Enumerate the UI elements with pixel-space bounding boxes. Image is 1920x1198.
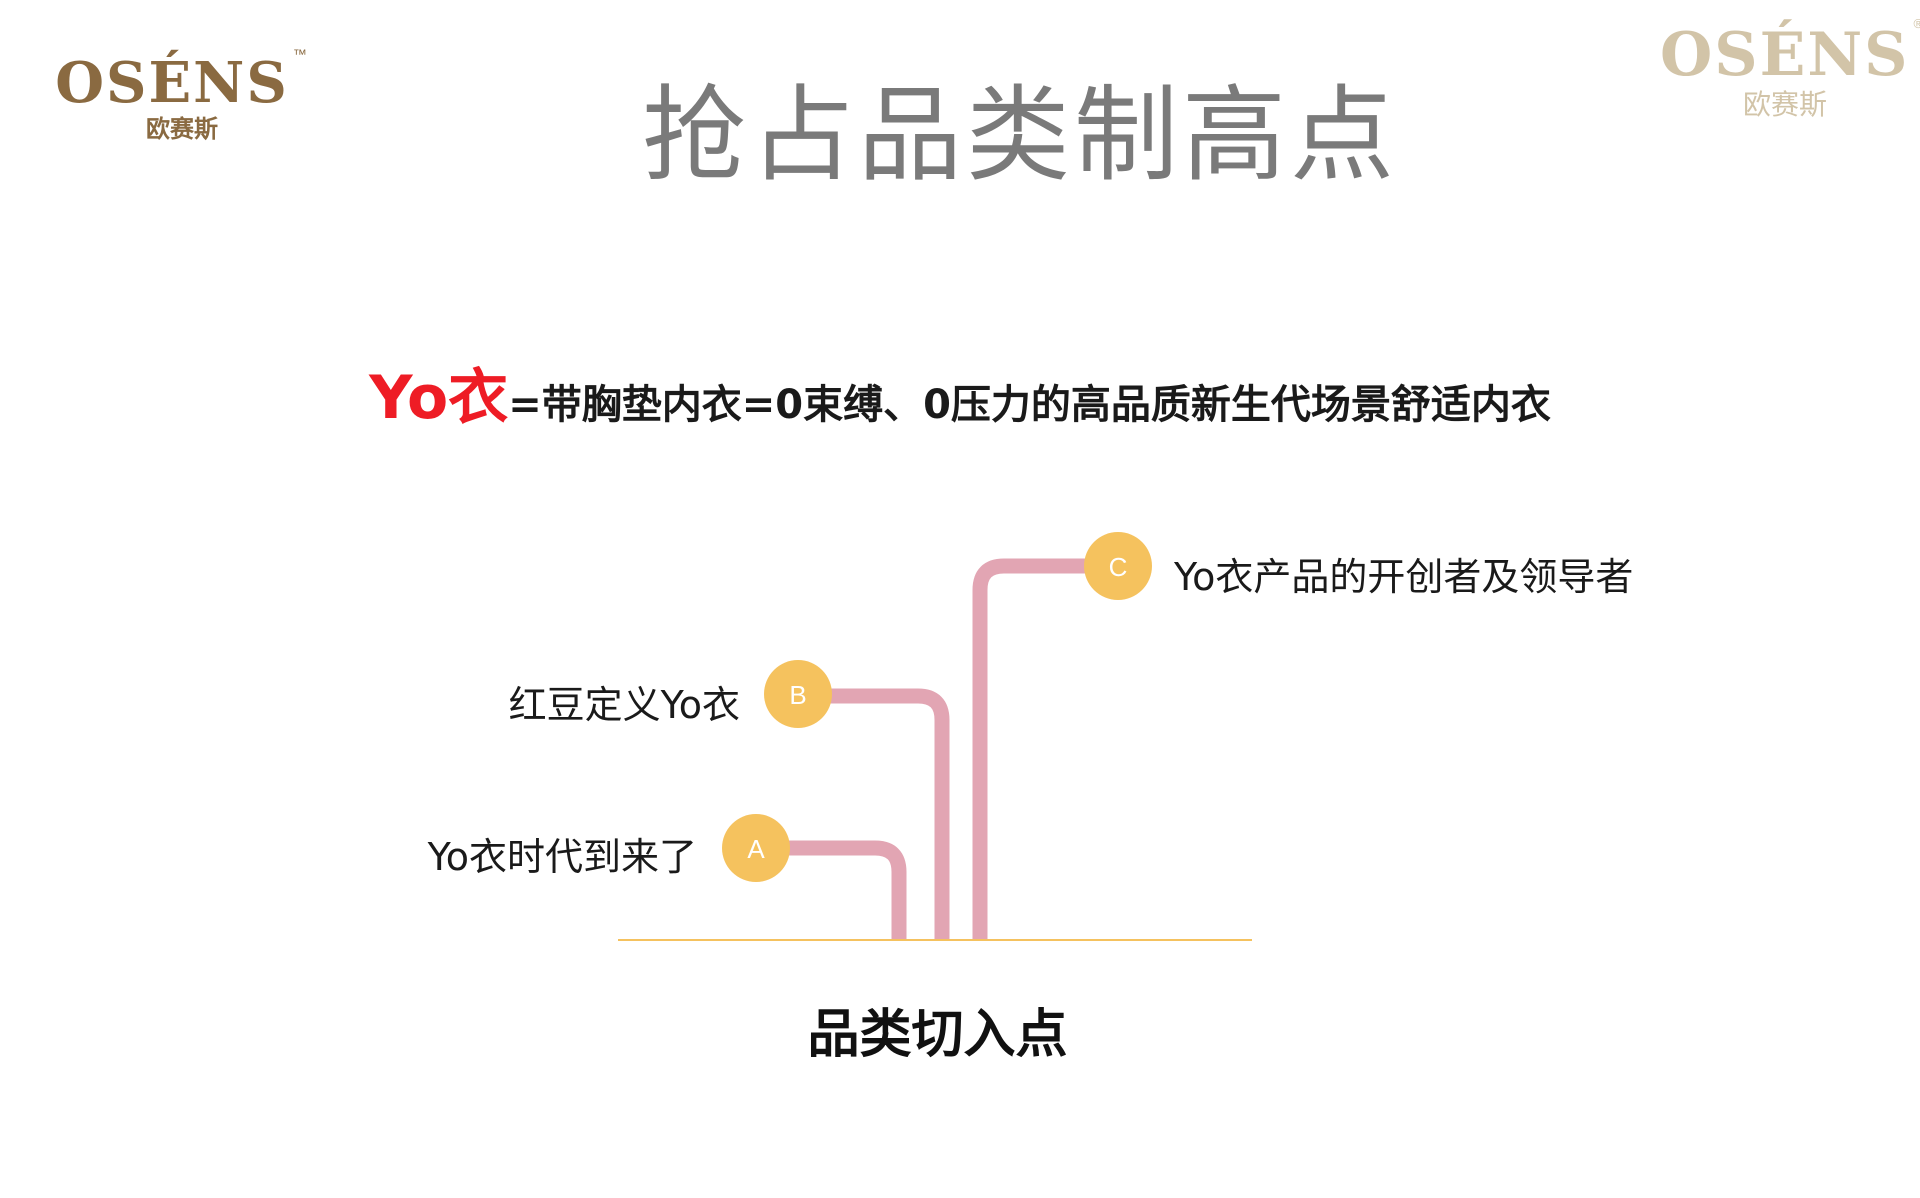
- node-b: B 红豆定义Yo衣: [509, 660, 832, 728]
- node-letter: A: [747, 834, 765, 864]
- brand-name: OSÉNS: [1660, 20, 1910, 90]
- registered-mark: ®: [1914, 16, 1920, 31]
- node-letter: C: [1109, 552, 1128, 582]
- node-label: Yo衣时代到来了: [427, 835, 697, 879]
- brand-logo-chinese: 欧赛斯: [146, 115, 218, 143]
- tagline: Yo衣=带胸垫内衣=0束缚、0压力的高品质新生代场景舒适内衣: [0, 368, 1920, 428]
- brand-name: OSÉNS: [55, 50, 289, 116]
- node-c: C Yo衣产品的开创者及领导者: [1084, 532, 1633, 600]
- trademark-mark: ™: [292, 46, 309, 62]
- node-label: 红豆定义Yo衣: [509, 683, 740, 727]
- node-circle: [764, 660, 832, 728]
- tagline-definition: =带胸垫内衣=0束缚、0压力的高品质新生代场景舒适内衣: [508, 382, 1551, 428]
- node-circle: [1084, 532, 1152, 600]
- node-circle: [722, 814, 790, 882]
- page-title: 抢占品类制高点: [641, 74, 1398, 196]
- node-a: A Yo衣时代到来了: [427, 814, 790, 882]
- pipe-b: [798, 688, 950, 940]
- node-label: Yo衣产品的开创者及领导者: [1173, 555, 1633, 599]
- brand-logo-wordmark: OSÉNS®: [1660, 17, 1920, 85]
- brand-logo-right: OSÉNS® 欧赛斯: [1660, 17, 1920, 121]
- tagline-highlight: Yo衣: [369, 363, 509, 433]
- pipe-c: [972, 558, 1118, 940]
- brand-logo-chinese: 欧赛斯: [1742, 88, 1827, 121]
- diagram-caption: 品类切入点: [807, 1005, 1068, 1065]
- pipe-a: [756, 840, 907, 940]
- node-letter: B: [789, 680, 806, 710]
